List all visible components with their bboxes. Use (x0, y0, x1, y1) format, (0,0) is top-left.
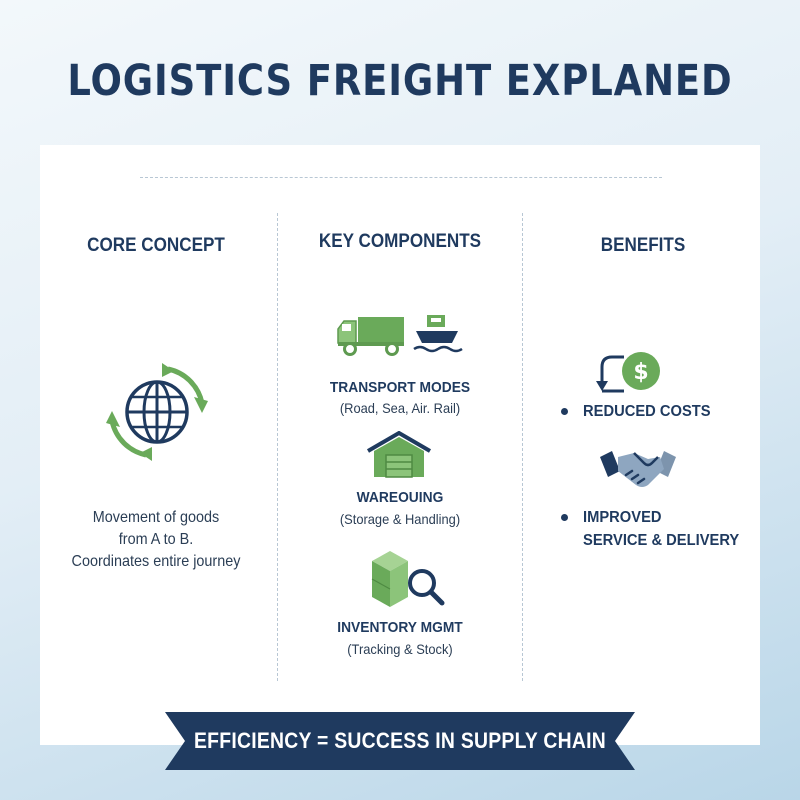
inventory-mgmt-subtitle: (Tracking & Stock) (347, 641, 453, 657)
warehousing-subtitle: (Storage & Handling) (339, 511, 461, 527)
inventory-mgmt-title: INVENTORY MGMT (337, 619, 463, 636)
transport-modes-subtitle: (Road, Sea, Air. Rail) (339, 400, 461, 416)
core-description-line-3: Coordinates entire journey (71, 553, 241, 570)
core-description-line-1: Movement of goods (92, 509, 220, 526)
benefit-improved-line-1: IMPROVED (583, 509, 662, 526)
warehouse-icon (366, 431, 432, 478)
banner-text: EFFICIENCY = SUCCESS IN SUPPLY CHAIN (193, 728, 607, 753)
top-divider (140, 177, 662, 178)
bottom-banner (165, 712, 635, 770)
core-concept-heading: CORE CONCEPT (87, 235, 225, 256)
dollar-savings-icon: $ (596, 352, 660, 393)
page-title: LOGISTICS FREIGHT EXPLANED (67, 56, 733, 106)
core-description-line-2: from A to B. (118, 531, 194, 548)
benefit-bullet-1 (561, 408, 568, 415)
column-divider-left (277, 213, 278, 681)
transport-modes-title: TRANSPORT MODES (329, 379, 471, 396)
benefit-bullet-2 (561, 514, 568, 521)
svg-text:$: $ (633, 360, 648, 385)
inventory-search-icon (371, 551, 445, 607)
benefit-reduced-costs: REDUCED COSTS (583, 403, 711, 420)
column-divider-right (522, 213, 523, 681)
content-card: CORE CONCEPT Movement of goods from A to… (40, 145, 760, 745)
key-components-heading: KEY COMPONENTS (318, 231, 482, 252)
benefits-heading: BENEFITS (600, 235, 686, 256)
globe-cycle-icon (106, 363, 208, 461)
warehousing-title: WAREOUING (356, 489, 444, 506)
benefit-improved-line-2: SERVICE & DELIVERY (583, 532, 740, 549)
truck-ship-icon (337, 315, 463, 356)
handshake-icon (600, 451, 676, 487)
